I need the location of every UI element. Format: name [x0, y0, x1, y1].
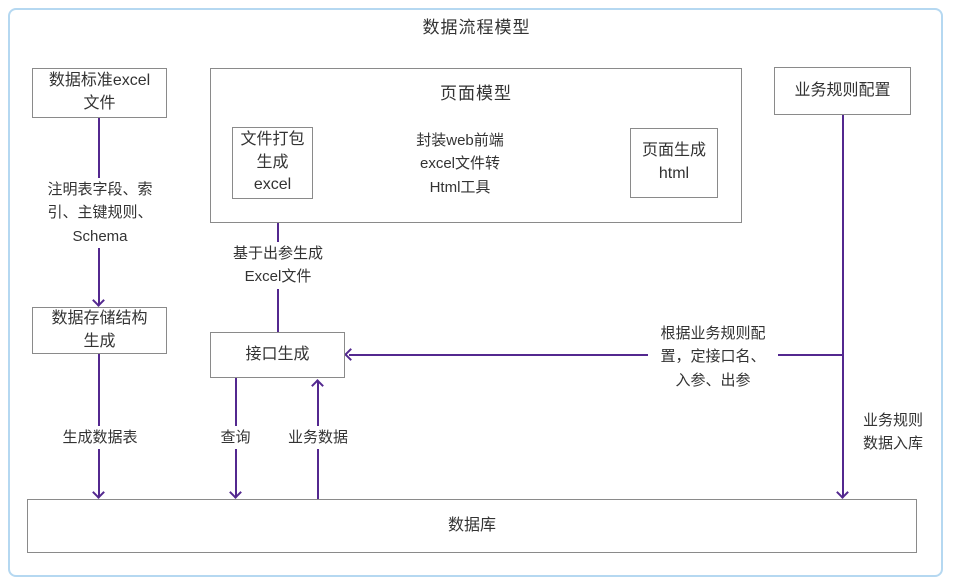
edge-bizrule-to-apigen: [349, 354, 843, 356]
edge-label-gen-table: 生成数据表: [56, 426, 144, 450]
node-storage-structure-gen: 数据存储结构 生成: [32, 307, 167, 354]
edge-label-schema: 注明表字段、索 引、主键规则、 Schema: [28, 178, 172, 249]
node-api-gen: 接口生成: [210, 332, 345, 378]
edge-label-encapsulate-tool: 封装web前端 excel文件转 Html工具: [392, 129, 528, 200]
node-page-gen-html: 页面生成 html: [630, 128, 718, 198]
node-std-excel-file: 数据标准excel 文件: [32, 68, 167, 118]
diagram-title: 数据流程模型: [422, 18, 531, 37]
edge-bizrule-to-db: [842, 115, 844, 496]
node-biz-rule-config: 业务规则配置: [774, 67, 911, 115]
edge-label-query: 查询: [213, 426, 258, 450]
edge-label-biz-data: 业务数据: [284, 426, 352, 450]
node-file-pack-gen-excel: 文件打包 生成 excel: [232, 127, 313, 199]
edge-label-rule-config: 根据业务规则配 置，定接口名、 入参、出参: [648, 322, 778, 393]
edge-label-rule-into-db: 业务规则 数据入库: [855, 409, 931, 456]
group-page-model-title: 页面模型: [440, 84, 512, 103]
edge-label-gen-excel: 基于出参生成 Excel文件: [226, 242, 330, 289]
edge-storage-to-db: [98, 354, 100, 496]
node-database: 数据库: [27, 499, 917, 553]
